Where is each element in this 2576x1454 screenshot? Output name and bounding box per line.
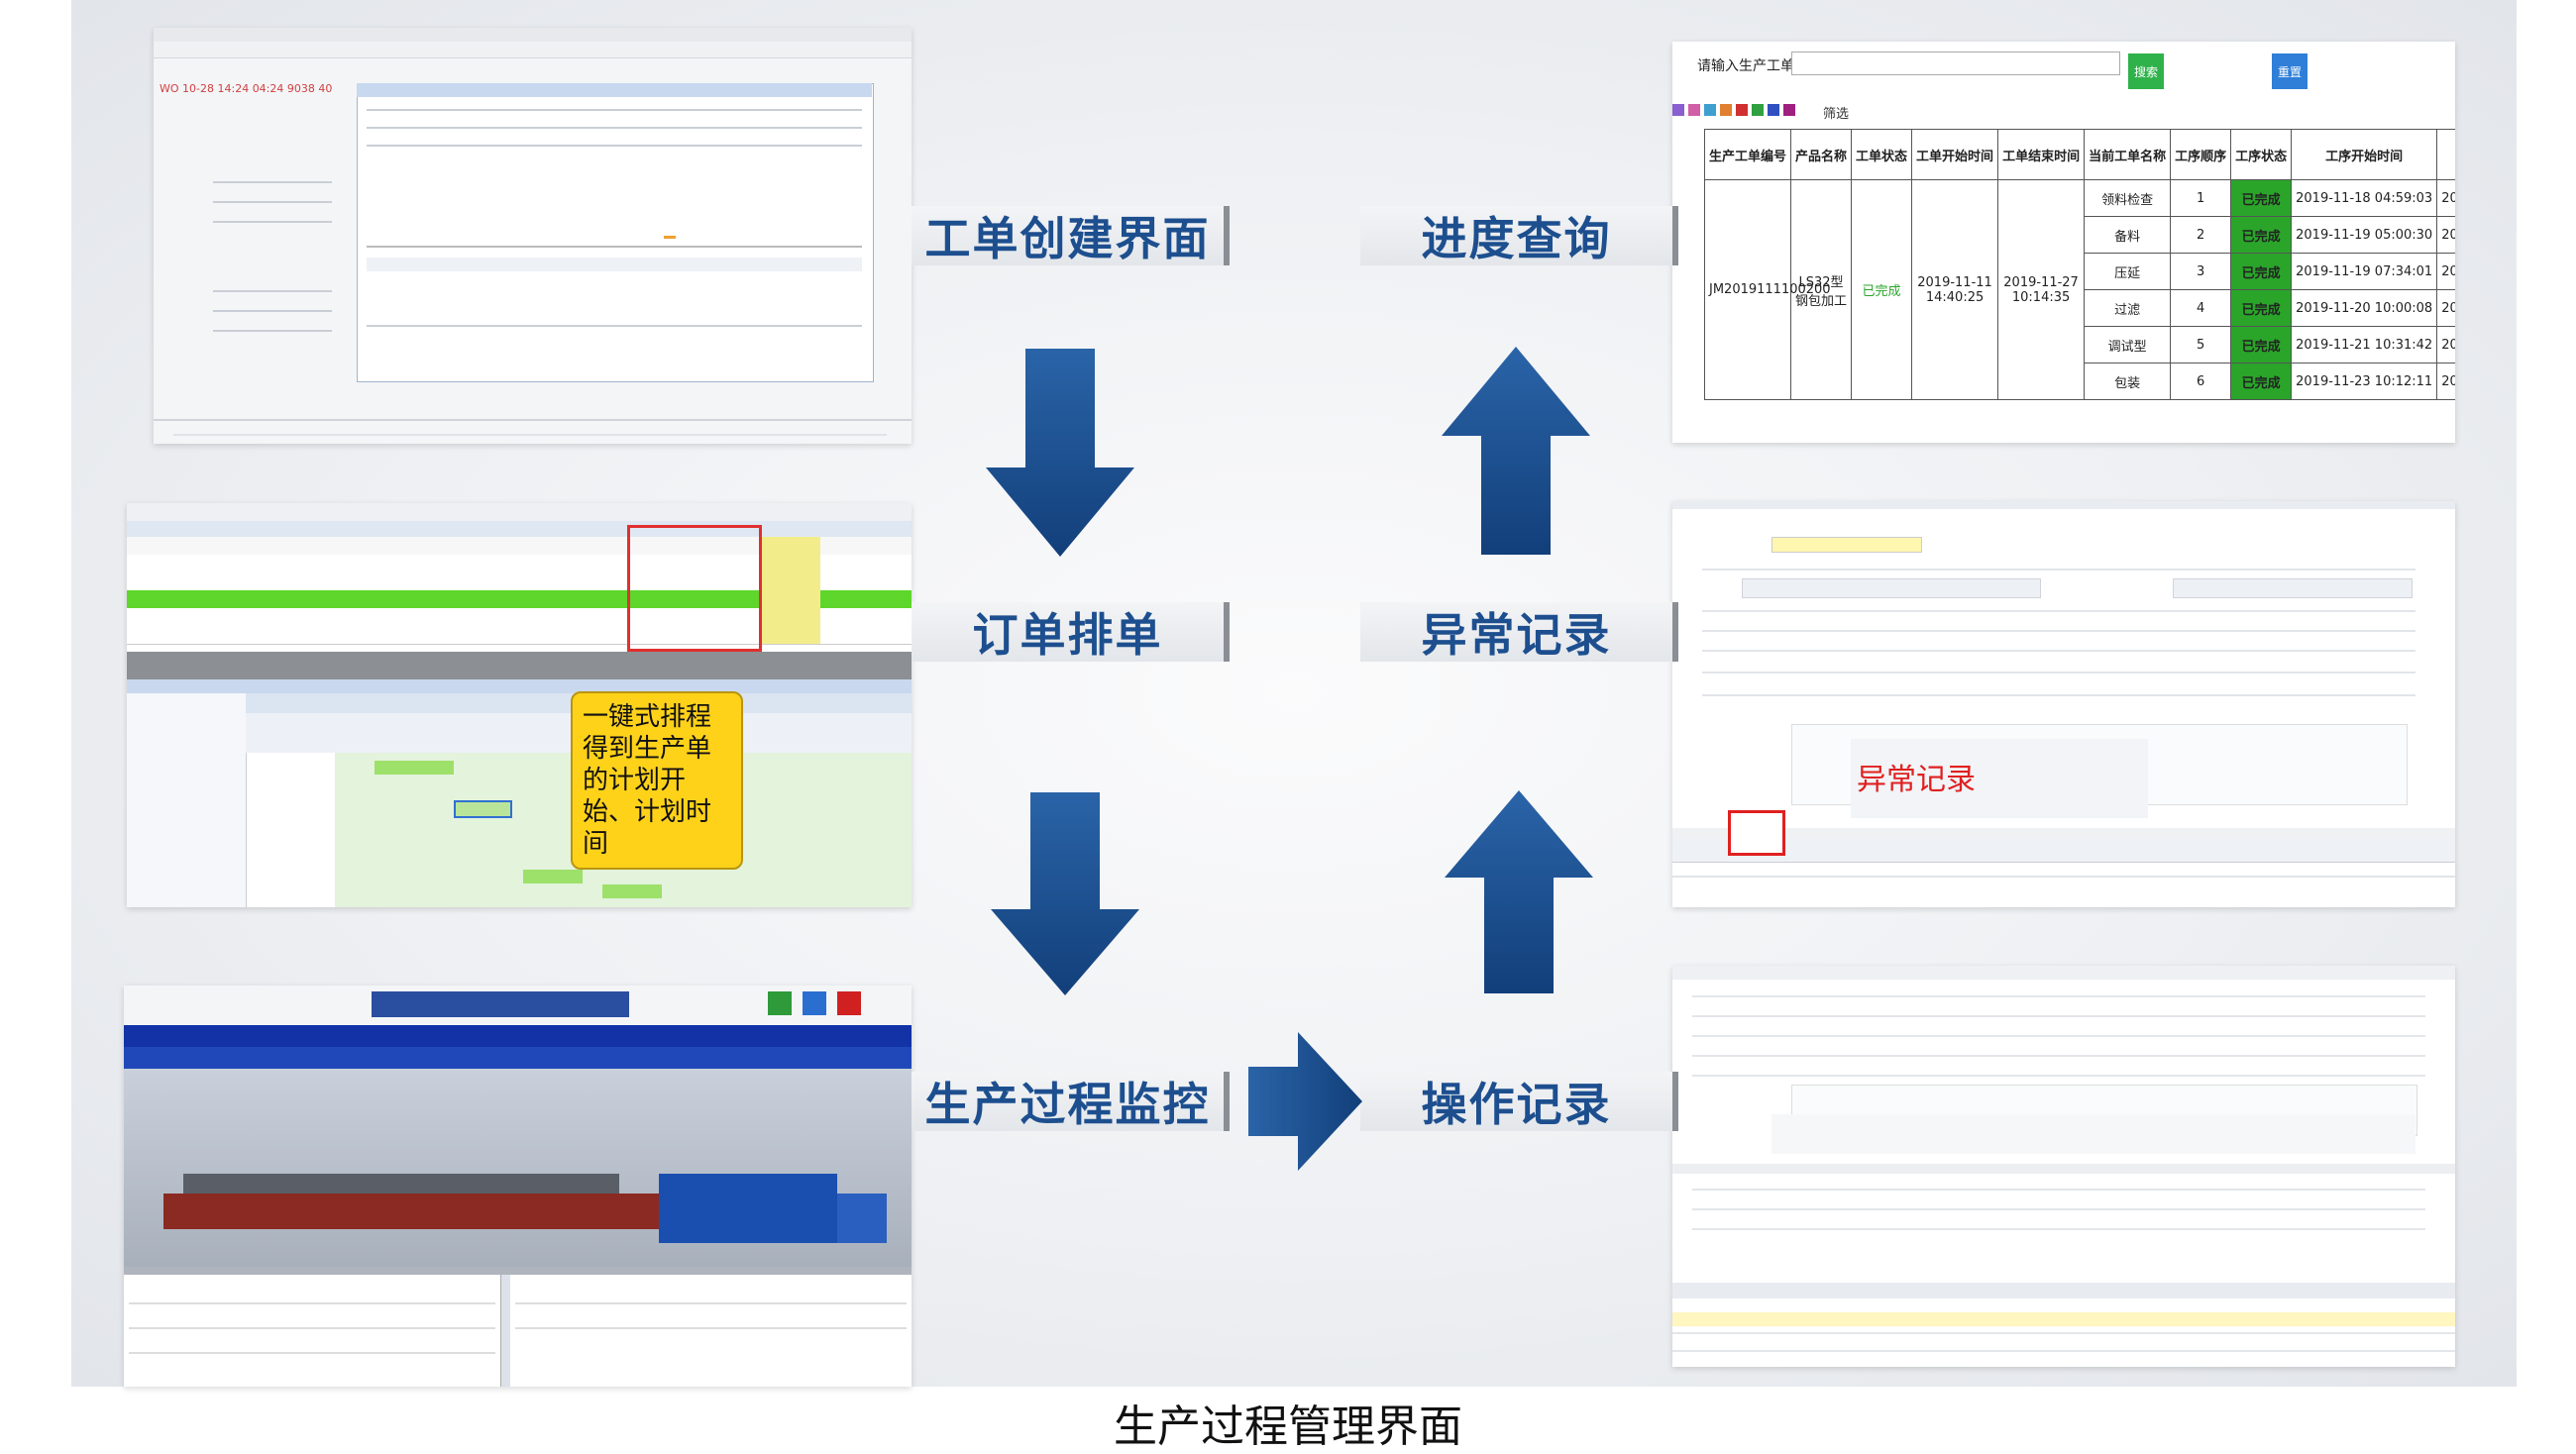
toolbar-icons[interactable] [1672,103,1821,119]
process-monitoring-screenshot [124,986,912,1387]
step-status: 已完成 [2231,364,2292,400]
arrow-right-icon [1248,1032,1362,1171]
step-seq: 6 [2171,364,2231,400]
column-header: 产品名称 [1791,130,1852,180]
order-product: LS32型钢包加工 [1791,180,1852,400]
operation-record-label: 操作记录 [1360,1072,1678,1131]
filter-label[interactable]: 筛选 [1823,103,1849,122]
progress-query-label: 进度查询 [1360,206,1678,265]
step-seq: 5 [2171,327,2231,364]
column-header: 工单开始时间 [1912,130,1998,180]
step-status: 已完成 [2231,327,2292,364]
order-scheduling-label: 订单排单 [912,602,1230,662]
order-start: 2019-11-11 14:40:25 [1912,180,1998,400]
step-end: 2019-11-19 14:59:56 [2437,180,2455,217]
progress-query-screenshot: 请输入生产工单单号 搜索 重置 筛选 生产工单编号产品名称工单状态工单开始时间工… [1672,42,2455,443]
step-start: 2019-11-20 10:00:08 [2292,290,2437,327]
step-start: 2019-11-21 10:31:42 [2292,327,2437,364]
step-seq: 1 [2171,180,2231,217]
step-end: 2019-11-23 10:12:35 [2437,364,2455,400]
exception-overlay-text: 异常记录 [1857,755,1976,798]
step-end: 2019-11-11 10:31:14 [2437,290,2455,327]
search-button[interactable]: 搜索 [2128,53,2164,89]
scheduling-callout: 一键式排程得到生产单的计划开始、计划时间 [571,691,743,870]
column-header: 工单结束时间 [1998,130,2085,180]
step-start: 2019-11-19 07:34:01 [2292,254,2437,290]
column-header: 当前工单名称 [2085,130,2171,180]
figure-caption: 生产过程管理界面 [0,1391,2576,1454]
step-end: 2019-11-20 10:01:36 [2437,217,2455,254]
exception-record-label: 异常记录 [1360,602,1678,662]
step-name[interactable]: 领料检查 [2085,180,2171,217]
step-name[interactable]: 包装 [2085,364,2171,400]
column-header: 工序结束时间 [2437,130,2455,180]
order-scheduling-screenshot: 一键式排程得到生产单的计划开始、计划时间 [127,503,912,907]
step-name[interactable]: 调试型 [2085,327,2171,364]
step-status: 已完成 [2231,290,2292,327]
step-start: 2019-11-18 04:59:03 [2292,180,2437,217]
step-end: 2019-11-20 10:05:45 [2437,254,2455,290]
exception-tab[interactable] [1728,810,1785,856]
arrow-up-icon [1442,347,1590,555]
step-end: 2019-11-21 14:23:41 [2437,327,2455,364]
operation-record-screenshot [1672,966,2455,1367]
step-status: 已完成 [2231,217,2292,254]
arrow-down-icon [991,792,1139,995]
process-monitoring-label: 生产过程监控 [912,1072,1230,1131]
progress-table: 生产工单编号产品名称工单状态工单开始时间工单结束时间当前工单名称工序顺序工序状态… [1704,129,2455,400]
order-end: 2019-11-27 10:14:35 [1998,180,2085,400]
work-order-create-label: 工单创建界面 [912,206,1230,265]
step-status: 已完成 [2231,254,2292,290]
column-header: 工序顺序 [2171,130,2231,180]
step-seq: 4 [2171,290,2231,327]
work-order-search-input[interactable] [1791,52,2120,75]
step-start: 2019-11-19 05:00:30 [2292,217,2437,254]
column-header: 生产工单编号 [1705,130,1791,180]
step-start: 2019-11-23 10:12:11 [2292,364,2437,400]
order-status: 已完成 [1852,180,1912,400]
column-header: 工序开始时间 [2292,130,2437,180]
step-name[interactable]: 压延 [2085,254,2171,290]
column-header: 工序状态 [2231,130,2292,180]
column-header: 工单状态 [1852,130,1912,180]
exception-record-screenshot: 异常记录 [1672,501,2455,907]
arrow-up-icon [1445,790,1593,993]
step-seq: 3 [2171,254,2231,290]
step-status: 已完成 [2231,180,2292,217]
order-id[interactable]: JM2019111100200 [1705,180,1791,400]
step-name[interactable]: 过滤 [2085,290,2171,327]
work-order-create-screenshot: WO 10-28 14:24 04:24 9038 40 [154,28,912,444]
reset-button[interactable]: 重置 [2272,53,2308,89]
step-name[interactable]: 备料 [2085,217,2171,254]
arrow-down-icon [986,349,1134,557]
step-seq: 2 [2171,217,2231,254]
